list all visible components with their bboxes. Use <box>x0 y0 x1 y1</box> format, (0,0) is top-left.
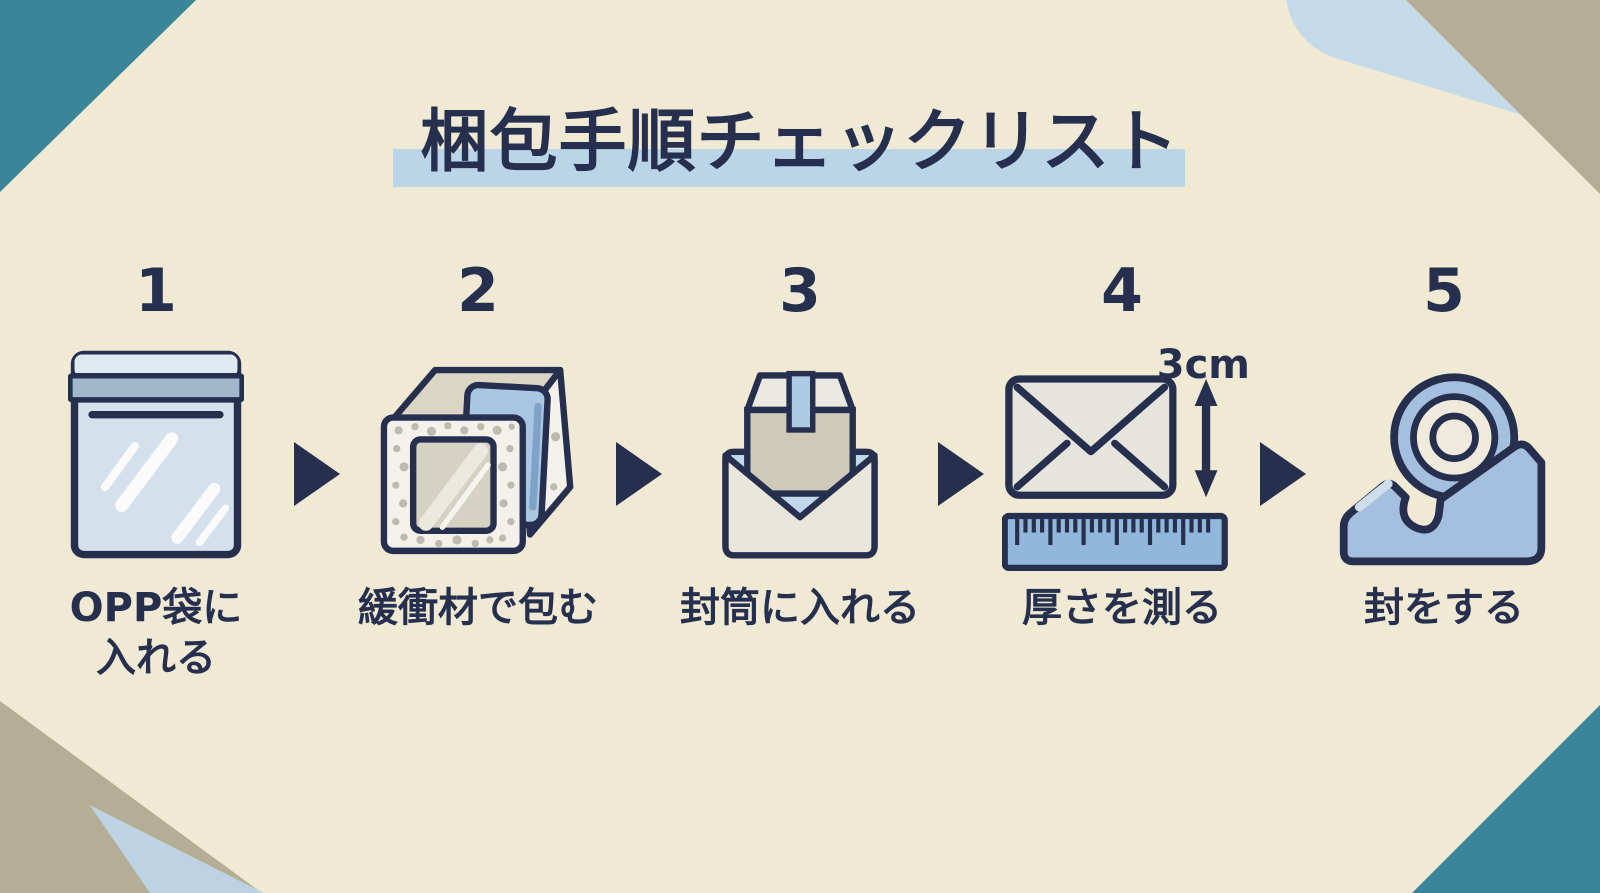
envelope-insert-icon <box>722 370 878 559</box>
bubble-wrap-icon <box>380 366 574 554</box>
step-3-icon-box <box>662 342 938 567</box>
step-5-icon-box <box>1306 342 1582 567</box>
flow-arrow-icon <box>1260 442 1306 506</box>
step-1-icon-box <box>18 342 294 567</box>
corner-decoration-bottom-right <box>1412 705 1600 893</box>
step-3-number: 3 <box>779 256 821 326</box>
title-block: 梱包手順チェックリスト <box>0 0 1600 187</box>
tape-dispenser-icon <box>1339 372 1546 565</box>
thickness-measure-icon <box>1002 374 1228 571</box>
step-4: 4 3cm <box>984 250 1260 633</box>
step-3-label: 封筒に入れる <box>680 585 920 631</box>
step-4-label: 厚さを測る <box>1022 585 1222 631</box>
step-2-number: 2 <box>457 256 499 326</box>
thickness-value-label: 3cm <box>1156 342 1250 388</box>
flow-arrow-icon <box>294 442 340 506</box>
step-3: 3 封筒に入れる <box>662 250 938 633</box>
step-5-label: 封をする <box>1364 585 1524 631</box>
step-4-icon-box: 3cm <box>984 342 1260 571</box>
flow-arrow-icon <box>616 442 662 506</box>
page-title: 梱包手順チェックリスト <box>420 103 1180 182</box>
step-5-number: 5 <box>1423 256 1465 326</box>
step-1-number: 1 <box>135 256 177 326</box>
title-highlight <box>393 149 1185 187</box>
step-5: 5 封をする <box>1306 250 1582 633</box>
flow-arrow-icon <box>938 442 984 506</box>
step-1: 1 OPP袋に 入れる <box>18 250 294 683</box>
opp-bag-icon <box>68 350 244 559</box>
step-2-icon-box <box>340 342 616 567</box>
steps-row: 1 OPP袋に 入れる 2 <box>18 250 1582 683</box>
step-1-label: OPP袋に 入れる <box>69 585 243 681</box>
step-2: 2 <box>340 250 616 633</box>
step-2-label: 緩衝材で包む <box>358 585 598 631</box>
step-4-number: 4 <box>1101 256 1143 326</box>
